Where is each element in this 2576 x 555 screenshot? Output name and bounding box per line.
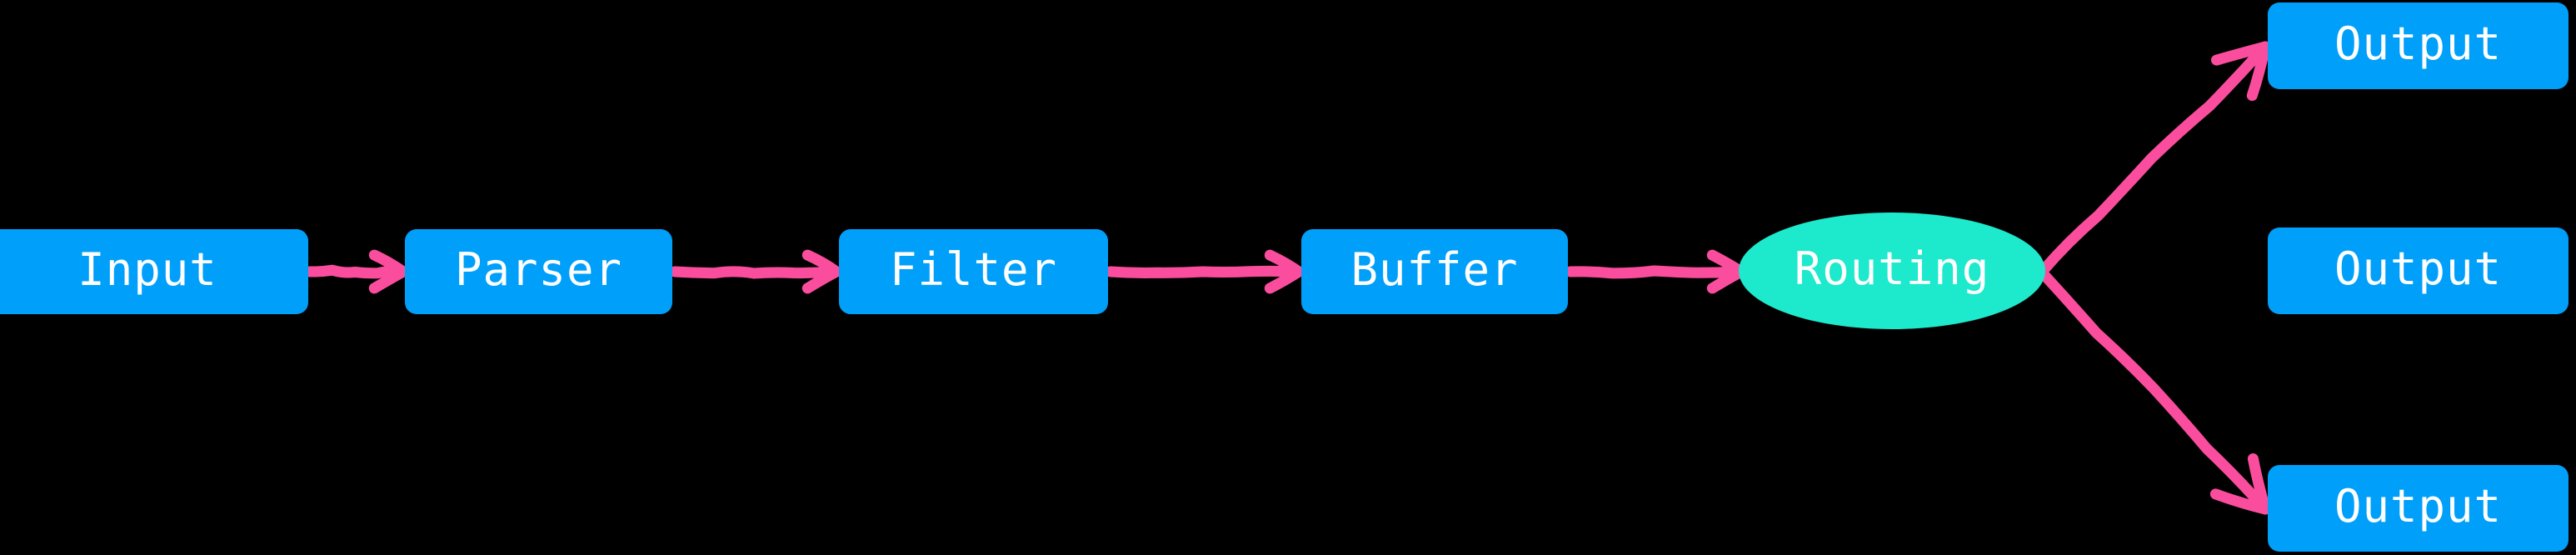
node-routing[interactable]: Routing bbox=[1739, 212, 2045, 329]
edge-shaft bbox=[2037, 268, 2269, 512]
edge-arrowhead bbox=[2246, 41, 2271, 102]
node-parser[interactable]: Parser bbox=[405, 229, 672, 314]
node-label-output-1: Output bbox=[2334, 18, 2503, 70]
edge-routing-output-1 bbox=[2037, 41, 2271, 277]
edge-arrowhead bbox=[1264, 249, 1305, 278]
edge-arrowhead bbox=[368, 249, 409, 278]
edge-shaft bbox=[2037, 43, 2269, 277]
node-output-1[interactable]: Output bbox=[2268, 2, 2569, 89]
edge-arrowhead bbox=[1706, 249, 1747, 278]
edge-parser-filter bbox=[669, 249, 842, 294]
node-input[interactable]: Input bbox=[0, 229, 308, 314]
edge-arrowhead bbox=[1264, 266, 1305, 294]
edge-filter-buffer bbox=[1105, 249, 1305, 294]
node-label-filter: Filter bbox=[889, 243, 1058, 296]
edge-routing-output-3 bbox=[2037, 268, 2271, 515]
edge-shaft bbox=[1565, 265, 1744, 279]
edge-arrowhead bbox=[801, 249, 842, 278]
edge-arrowhead bbox=[801, 266, 842, 294]
node-label-output-3: Output bbox=[2334, 480, 2503, 532]
node-filter[interactable]: Filter bbox=[839, 229, 1108, 314]
edge-shaft bbox=[304, 264, 406, 279]
node-buffer[interactable]: Buffer bbox=[1301, 229, 1568, 314]
node-label-input: Input bbox=[77, 243, 217, 296]
node-label-parser: Parser bbox=[454, 243, 623, 296]
node-label-output-2: Output bbox=[2334, 242, 2503, 295]
node-output-2[interactable]: Output bbox=[2268, 228, 2569, 314]
edge-arrowhead bbox=[1706, 266, 1747, 294]
node-label-buffer: Buffer bbox=[1350, 243, 1519, 296]
edge-arrowhead bbox=[2247, 453, 2271, 515]
edge-arrowhead bbox=[368, 266, 409, 294]
edge-buffer-routing bbox=[1565, 249, 1747, 294]
edge-arrowhead bbox=[2209, 488, 2271, 515]
edge-shaft bbox=[669, 266, 839, 279]
node-output-3[interactable]: Output bbox=[2268, 465, 2569, 552]
node-label-routing: Routing bbox=[1794, 242, 1990, 295]
edge-input-parser bbox=[304, 249, 409, 294]
edge-arrowhead bbox=[2211, 41, 2271, 66]
edge-shaft bbox=[1105, 265, 1301, 278]
